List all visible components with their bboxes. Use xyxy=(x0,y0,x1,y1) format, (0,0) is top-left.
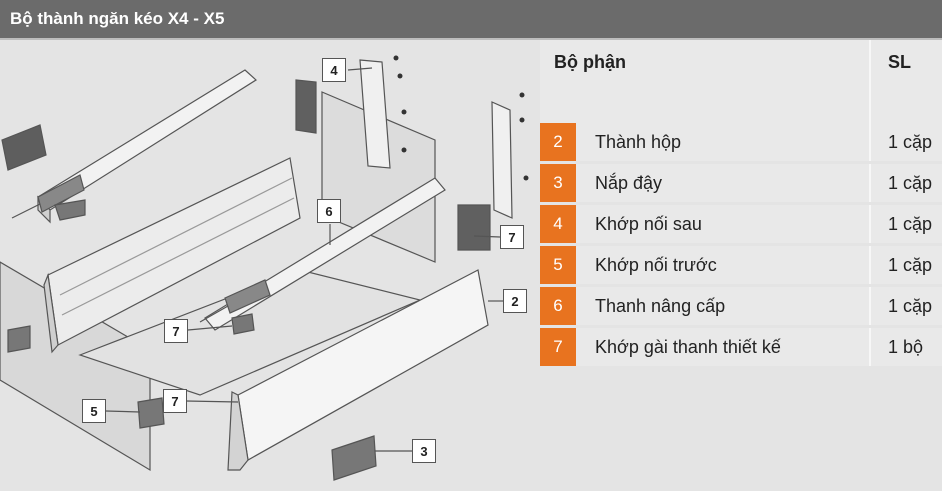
page-title: Bộ thành ngăn kéo X4 - X5 xyxy=(10,9,225,28)
row-part-name: Thanh nâng cấp xyxy=(595,296,726,316)
row-number: 4 xyxy=(540,205,576,243)
row-quantity: 1 cặp xyxy=(888,214,933,234)
row-part-name: Khớp nối sau xyxy=(595,214,702,234)
table-row: 7 Khớp gài thanh thiết kế 1 bộ xyxy=(540,328,942,366)
column-divider xyxy=(869,164,871,202)
drawer-assembly-diagram xyxy=(0,55,529,481)
row-part-name: Khớp nối trước xyxy=(595,255,717,275)
row-number: 7 xyxy=(540,328,576,366)
header-part: Bộ phận xyxy=(554,52,626,72)
callout-label: 3 xyxy=(412,439,436,463)
row-part-name: Thành hộp xyxy=(595,132,682,152)
column-divider xyxy=(869,40,871,126)
column-divider xyxy=(869,287,871,325)
row-number: 6 xyxy=(540,287,576,325)
callout-label: 6 xyxy=(317,199,341,223)
row-number: 5 xyxy=(540,246,576,284)
callout-label: 2 xyxy=(503,289,527,313)
row-quantity: 1 cặp xyxy=(888,255,933,275)
column-divider xyxy=(869,123,871,161)
row-number: 2 xyxy=(540,123,576,161)
row-quantity: 1 bộ xyxy=(888,337,924,357)
row-quantity: 1 cặp xyxy=(888,132,933,152)
table-row: 3 Nắp đậy 1 cặp xyxy=(540,164,942,202)
title-divider xyxy=(0,38,942,40)
row-quantity: 1 cặp xyxy=(888,296,933,316)
table-row: 6 Thanh nâng cấp 1 cặp xyxy=(540,287,942,325)
row-part-name: Khớp gài thanh thiết kế xyxy=(595,337,781,357)
callout-label: 4 xyxy=(322,58,346,82)
callout-label: 7 xyxy=(163,389,187,413)
column-divider xyxy=(869,328,871,366)
callout-label: 7 xyxy=(500,225,524,249)
header-qty: SL xyxy=(888,52,912,72)
row-quantity: 1 cặp xyxy=(888,173,933,193)
table-header: Bộ phận SL xyxy=(540,40,942,126)
column-divider xyxy=(869,205,871,243)
table-row: 4 Khớp nối sau 1 cặp xyxy=(540,205,942,243)
table-row: 5 Khớp nối trước 1 cặp xyxy=(540,246,942,284)
callout-label: 7 xyxy=(164,319,188,343)
title-bar: Bộ thành ngăn kéo X4 - X5 xyxy=(0,0,942,40)
row-part-name: Nắp đậy xyxy=(595,173,663,193)
table-row: 2 Thành hộp 1 cặp xyxy=(540,123,942,161)
callout-label: 5 xyxy=(82,399,106,423)
row-number: 3 xyxy=(540,164,576,202)
column-divider xyxy=(869,246,871,284)
